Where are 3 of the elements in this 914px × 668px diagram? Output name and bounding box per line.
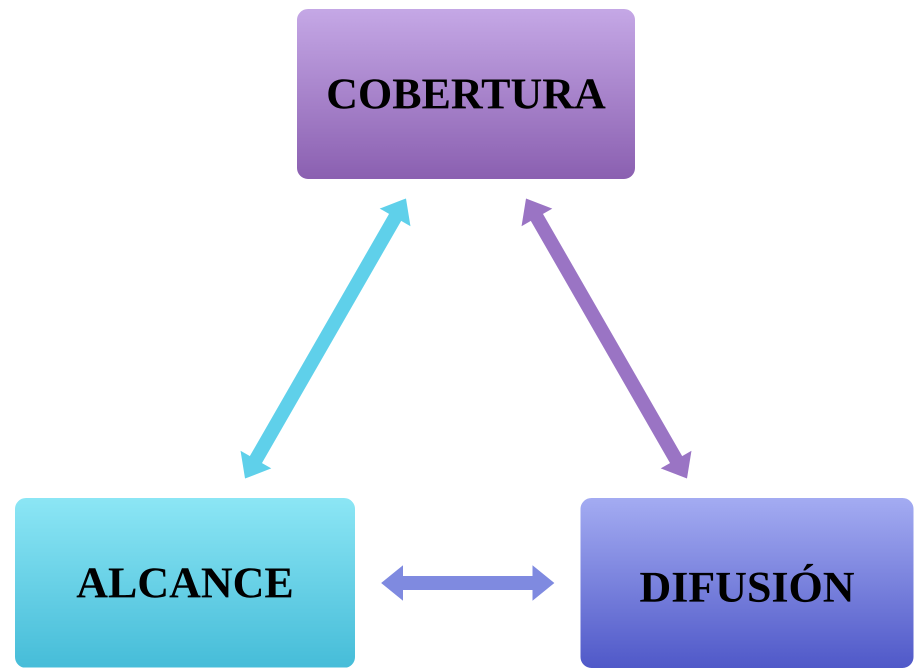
process-box: COBERTURA: [295, 7, 637, 181]
process-box: DIFUSIÓN: [578, 496, 914, 668]
process-box: ALCANCE: [13, 496, 357, 668]
